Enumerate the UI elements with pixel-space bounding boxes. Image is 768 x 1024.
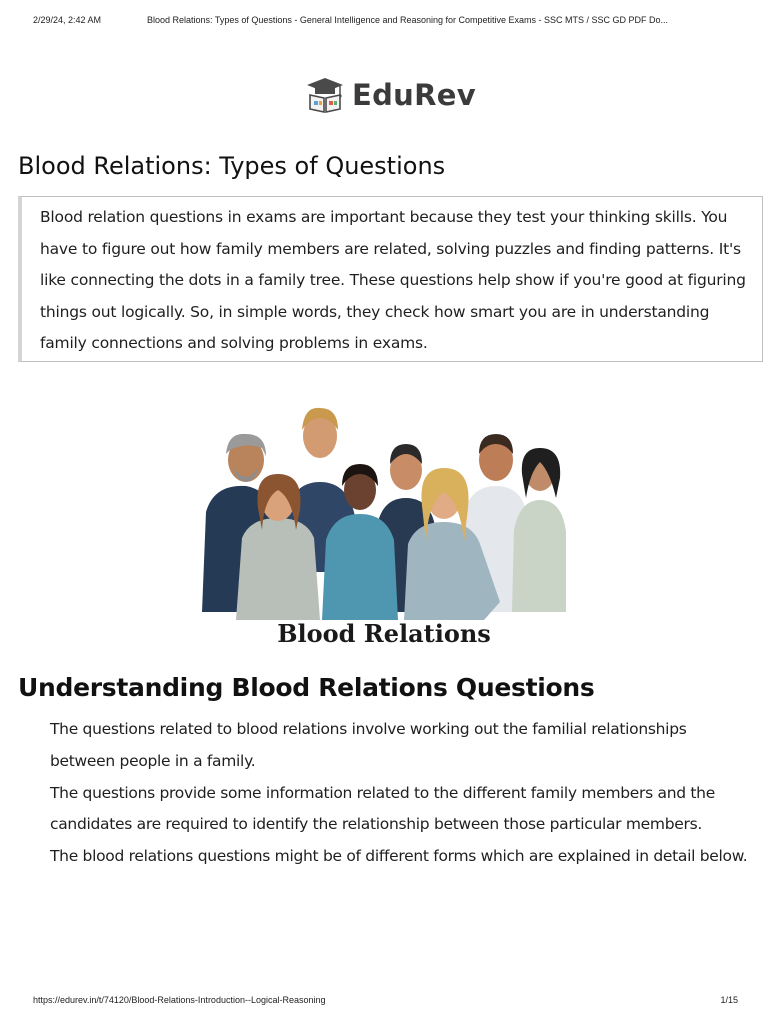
print-header: 2/29/24, 2:42 AM Blood Relations: Types o… (33, 15, 748, 25)
section-heading: Understanding Blood Relations Questions (18, 673, 595, 702)
print-footer: https://edurev.in/t/74120/Blood-Relation… (33, 995, 738, 1005)
print-page-title: Blood Relations: Types of Questions - Ge… (147, 15, 669, 25)
person-teal-top-woman (322, 464, 398, 620)
person-auburn-woman (236, 474, 320, 620)
illustration-caption: Blood Relations (277, 619, 491, 648)
person-dark-hair-woman (512, 448, 566, 612)
edurev-logo[interactable]: EduRev (305, 76, 476, 114)
graduation-cap-book-icon (307, 78, 343, 113)
logo-text: EduRev (352, 78, 476, 112)
intro-callout: Blood relation questions in exams are im… (18, 196, 763, 362)
section-body: The questions related to blood relations… (50, 714, 755, 873)
page-title: Blood Relations: Types of Questions (18, 152, 446, 180)
print-date: 2/29/24, 2:42 AM (33, 15, 102, 25)
person-blonde-woman (404, 468, 500, 620)
paragraph-1: The questions related to blood relations… (50, 720, 687, 770)
page-number: 1/15 (720, 995, 738, 1005)
family-group-illustration (202, 407, 566, 620)
intro-text: Blood relation questions in exams are im… (40, 208, 746, 352)
paragraph-3: The blood relations questions might be o… (50, 847, 748, 866)
paragraph-2: The questions provide some information r… (50, 783, 715, 834)
footer-url[interactable]: https://edurev.in/t/74120/Blood-Relation… (33, 995, 326, 1005)
